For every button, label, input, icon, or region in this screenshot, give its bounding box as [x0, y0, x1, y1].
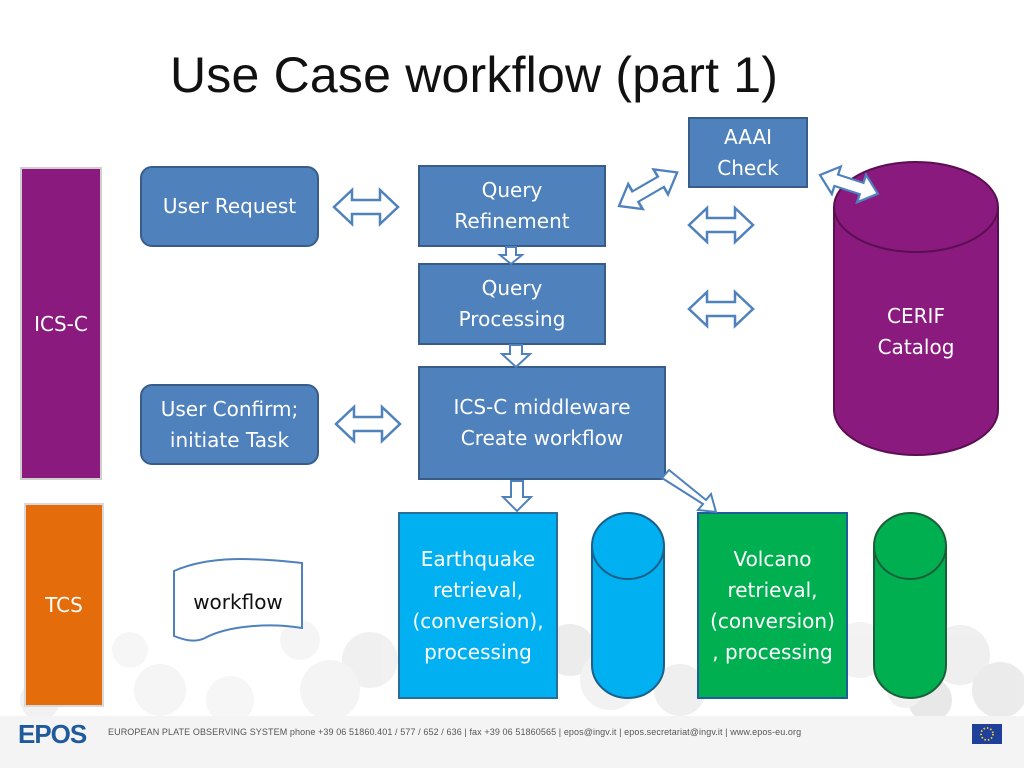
- page-title: Use Case workflow (part 1): [170, 47, 779, 103]
- workflow-document-label: workflow: [193, 589, 283, 614]
- arrow-middleware-to-volcano: [660, 468, 718, 514]
- arrow-middleware-to-earthquake: [500, 480, 534, 513]
- cerif-catalog-label: CERIF Catalog: [877, 304, 955, 359]
- tcs-label: TCS: [45, 593, 83, 617]
- arrow-refinement-to-processing: [497, 246, 525, 266]
- arrow-query-to-catalog-2: [687, 290, 755, 328]
- ics-c-bar: ICS-C: [20, 167, 102, 480]
- eu-flag-icon: [972, 724, 1002, 744]
- tcs-bar: TCS: [24, 503, 104, 707]
- ics-c-label: ICS-C: [34, 311, 88, 336]
- arrow-aaai-to-catalog: [814, 160, 884, 209]
- arrow-user-confirm-to-middleware: [334, 405, 402, 443]
- arrow-query-to-catalog-1: [687, 206, 755, 244]
- volcano-node[interactable]: Volcano retrieval, (conversion) , proces…: [697, 512, 848, 699]
- epos-logo: EPOS: [18, 719, 87, 750]
- volcano-data-cylinder: [873, 512, 947, 699]
- footer-contact: EUROPEAN PLATE OBSERVING SYSTEM phone +3…: [108, 727, 802, 737]
- cerif-catalog-cylinder: [833, 161, 999, 456]
- middleware-node[interactable]: ICS-C middleware Create workflow: [418, 366, 666, 480]
- epos-logo-text: EPOS: [18, 719, 87, 749]
- user-confirm-node[interactable]: User Confirm; initiate Task: [140, 384, 319, 465]
- aaai-check-node[interactable]: AAAI Check: [688, 117, 808, 188]
- earthquake-data-cylinder: [591, 512, 665, 699]
- arrow-refinement-to-aaai: [610, 158, 686, 220]
- workflow-document-shape: [173, 558, 303, 642]
- arrow-user-request-to-query: [332, 188, 400, 226]
- user-request-node[interactable]: User Request: [140, 166, 319, 247]
- query-refinement-node[interactable]: Query Refinement: [418, 165, 606, 247]
- earthquake-node[interactable]: Earthquake retrieval, (conversion), proc…: [398, 512, 558, 699]
- arrow-processing-to-middleware: [499, 344, 533, 369]
